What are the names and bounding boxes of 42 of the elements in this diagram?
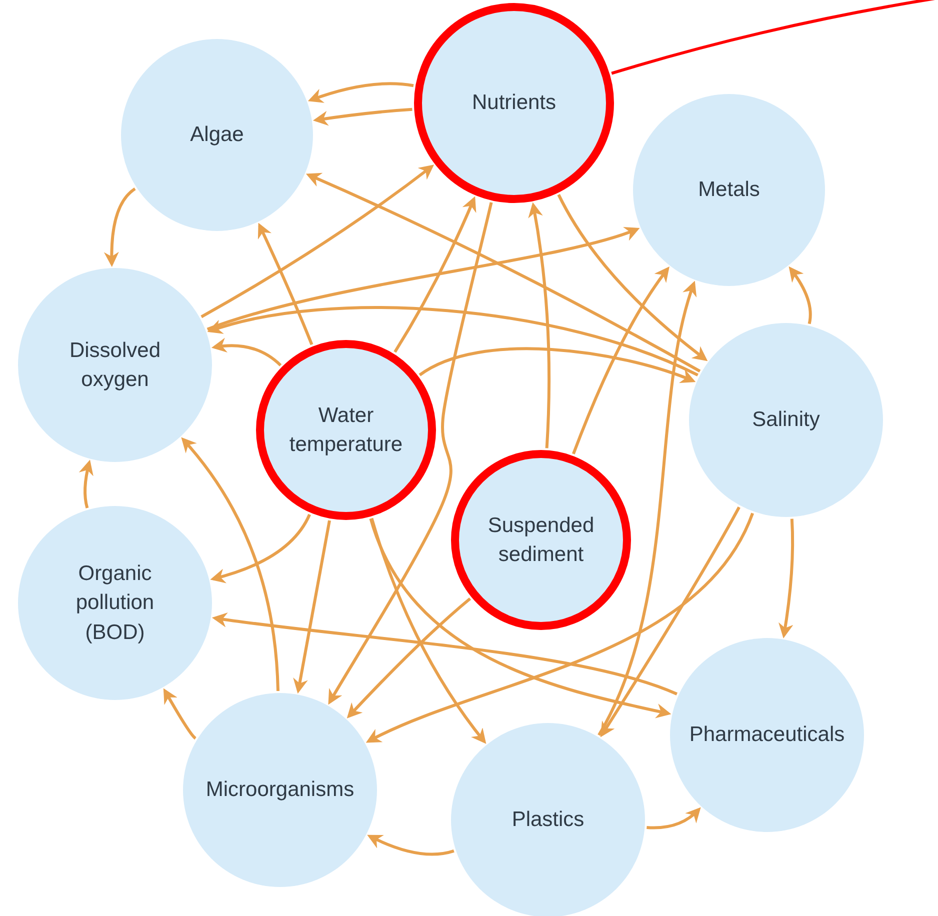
node-label: Algae [190, 122, 244, 148]
arrow [206, 226, 640, 331]
arrow [418, 347, 696, 384]
node-label: Plastics [512, 807, 584, 834]
arrow [366, 512, 754, 743]
arrow [79, 460, 94, 508]
arrow [369, 518, 672, 718]
arrow [210, 514, 311, 584]
node-label: Salinity [752, 407, 820, 434]
arrow [207, 306, 698, 376]
arrow [370, 518, 486, 744]
arrow [367, 834, 454, 856]
node-label: Organic pollution (BOD) [74, 560, 156, 646]
arrow [346, 597, 472, 718]
node-label: Pharmaceuticals [689, 722, 845, 748]
node-label: Microorganisms [206, 777, 354, 804]
arrow [212, 612, 678, 696]
arrow [788, 266, 812, 324]
arrow [394, 196, 476, 353]
arrow [293, 520, 331, 694]
arrow [528, 202, 551, 448]
arrow [200, 164, 434, 318]
node-label: Suspended sediment [486, 512, 596, 568]
node-label: Dissolved oxygen [68, 338, 162, 393]
arrow [258, 222, 314, 346]
arrow [598, 280, 698, 736]
arrow [104, 188, 136, 267]
arrow [312, 108, 412, 126]
arrow [328, 202, 493, 705]
arrow [306, 172, 701, 372]
node-label: Metals [698, 177, 760, 204]
arrow [211, 338, 282, 366]
arrow [600, 506, 740, 738]
arrow [646, 807, 701, 830]
node-label: Water temperature [288, 402, 404, 458]
arrow [572, 266, 670, 454]
arrow [778, 518, 794, 638]
arrow [181, 437, 280, 692]
arrow [163, 688, 196, 740]
arrow [308, 82, 414, 104]
node-label: Nutrients [472, 90, 556, 116]
arrow [557, 194, 708, 362]
